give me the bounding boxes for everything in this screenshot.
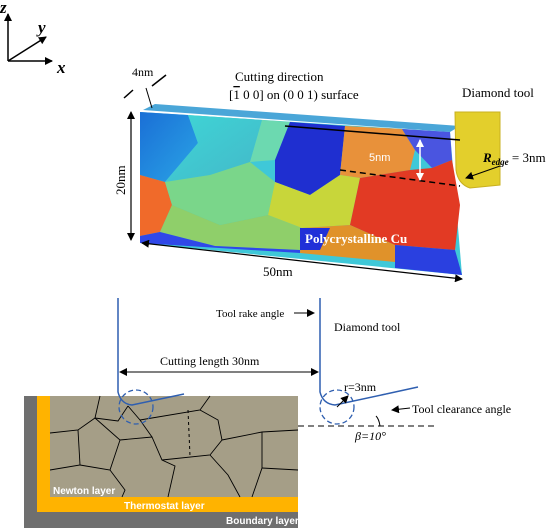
thermostat-layer-label: Thermostat layer [124, 501, 205, 512]
grain-yellow [268, 175, 360, 228]
grain-blue-bottom [140, 232, 300, 253]
length-dimension [141, 239, 463, 283]
x-axis-label: x [56, 58, 66, 77]
tool-label: Diamond tool [462, 85, 534, 100]
grain-orange-top [340, 126, 415, 178]
newton-layer-label: Newton layer [53, 486, 115, 497]
newton-layer [50, 396, 298, 497]
diamond-tool-label: Diamond tool [334, 320, 401, 334]
grain-teal [165, 115, 262, 182]
grain-aqua [250, 120, 290, 162]
grain-blue-left [140, 112, 198, 182]
diamond-tool-body [455, 112, 500, 188]
grain-orange-left [140, 175, 172, 236]
grain-dashed-line [187, 409, 191, 457]
grain-deep-blue [275, 122, 345, 195]
cutting-direction-line2: [1 0 0] on (0 0 1) surface [229, 87, 359, 102]
edge-radius-label: Redge = 3nm [482, 150, 546, 167]
thickness-tick-left [123, 89, 134, 99]
initial-tool-edge-circle [118, 389, 154, 425]
thickness-label: 4nm [132, 65, 154, 79]
final-tool-outline [319, 298, 387, 406]
coordinate-axes: z y x [0, 0, 66, 77]
y-axis-label: y [36, 18, 46, 37]
workpiece-3d [140, 104, 462, 275]
thickness-tick-right [151, 74, 167, 87]
clearance-face-extension [385, 386, 419, 395]
edge-radius-pointer [465, 165, 501, 180]
top-annotations: Cutting direction [1 0 0] on (0 0 1) sur… [113, 65, 546, 283]
cut-depth-dashed-line [339, 169, 461, 187]
cutting-length-label: Cutting length 30nm [160, 354, 260, 368]
initial-tool-outline [117, 298, 185, 406]
depth-label: 5nm [369, 152, 390, 164]
surface-line [284, 125, 461, 141]
bottom-schematic: Newton layer Thermostat layer Boundary l… [24, 298, 511, 528]
grain-green-center [165, 162, 275, 225]
radius-arrow [336, 395, 349, 408]
clearance-angle-label: Tool clearance angle [412, 402, 511, 416]
length-label: 50nm [263, 264, 293, 279]
boundary-layer-label: Boundary layer [226, 516, 299, 527]
y-axis-arrow [7, 36, 47, 62]
tool-rake-angle-label: Tool rake angle [216, 308, 284, 320]
final-tool-edge-circle [319, 389, 355, 425]
clearance-pointer [391, 405, 411, 414]
diamond-tool-3d [454, 111, 501, 189]
beta-label: β=10° [354, 429, 386, 443]
workpiece-top-face [143, 104, 460, 132]
height-label: 20nm [113, 165, 128, 195]
z-axis-label: z [0, 0, 7, 17]
radius-label: r=3nm [344, 380, 377, 394]
cutting-direction-line1: Cutting direction [235, 69, 324, 84]
workpiece-label: Polycrystalline Cu [305, 231, 407, 246]
beta-arc [375, 415, 381, 427]
grain-lime [160, 205, 302, 250]
